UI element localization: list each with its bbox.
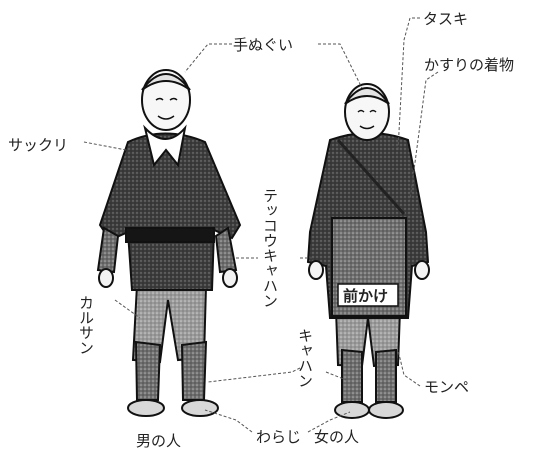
maekake-label-box: [337, 283, 399, 307]
man-waraji-left: [127, 399, 165, 417]
woman-hand-right: [414, 260, 430, 280]
woman-tenugui: [344, 87, 390, 105]
man-tenugui: [141, 73, 191, 91]
man-scarf: [143, 124, 187, 168]
label-tenugui: 手ぬぐい: [233, 36, 293, 54]
man-tekko: [96, 226, 238, 274]
label-tasuki: タスキ: [423, 10, 468, 28]
man-hand-left: [98, 268, 114, 288]
man-waraji-right: [181, 399, 219, 417]
man-figure: [96, 69, 242, 417]
woman-waraji-right: [368, 401, 404, 419]
label-tekko-kyahan: テッコウキャハン: [261, 188, 279, 308]
woman-figure: [306, 83, 430, 419]
man-hand-right: [222, 268, 238, 288]
woman-hand-left: [308, 260, 324, 280]
labels: 手ぬぐい タスキ かすりの着物 サックリ テッコウキャハン カルサン 前かけ キ…: [8, 10, 514, 450]
man-kyahan: [134, 340, 208, 401]
man-head: [141, 69, 191, 131]
label-maekake: 前かけ: [343, 287, 388, 305]
label-waraji: わらじ: [256, 428, 301, 446]
woman-kyahan: [341, 348, 397, 403]
label-kyahan: キャハン: [296, 328, 314, 388]
man-face: [155, 97, 178, 120]
woman-tasuki: [336, 139, 406, 215]
woman-face: [357, 109, 377, 130]
label-woman: 女の人: [314, 428, 359, 446]
man-sash: [125, 227, 215, 243]
label-sakkuri: サックリ: [8, 136, 68, 154]
leader-lines: [83, 17, 439, 433]
label-kasuri: かすりの着物: [424, 56, 514, 74]
label-monpe: モンペ: [424, 378, 469, 396]
label-karusan: カルサン: [77, 295, 95, 355]
label-man: 男の人: [136, 432, 181, 450]
